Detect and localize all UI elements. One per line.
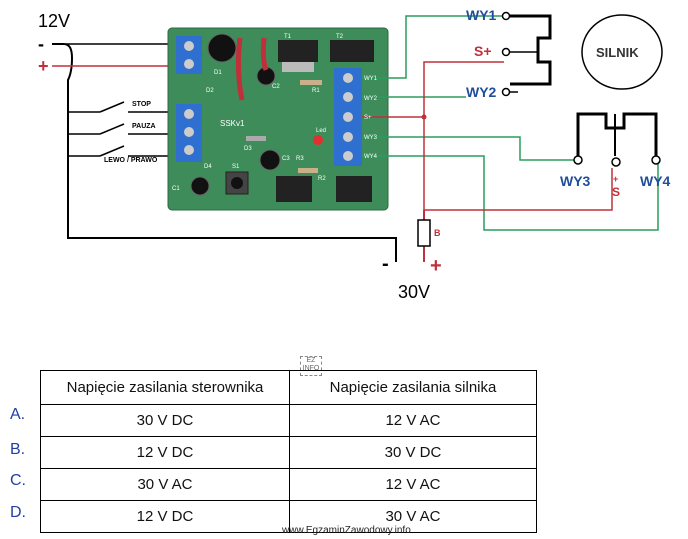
table-row: 12 V DC 30 V DC xyxy=(40,436,537,469)
cell-motor: 12 V AC xyxy=(289,404,537,437)
board-label-led: Led xyxy=(316,128,326,134)
transistor-bottom xyxy=(276,176,312,202)
output-wy2-label: WY2 xyxy=(466,84,497,100)
transistor-t1 xyxy=(278,40,318,62)
answers-table: Napięcie zasilania sterownika Napięcie z… xyxy=(40,370,537,533)
board-label-c1: C1 xyxy=(172,186,180,192)
capacitor-c1 xyxy=(207,33,237,63)
option-letter-d[interactable]: D. xyxy=(10,504,26,521)
wire-wy1 xyxy=(362,15,504,79)
output-wy1-label: WY1 xyxy=(466,7,497,23)
output-s-plus-small: + xyxy=(613,174,618,184)
fuse-b xyxy=(417,219,431,247)
capacitor-c3 xyxy=(259,149,281,171)
switch-label-stop: STOP xyxy=(132,101,151,108)
option-letter-b[interactable]: B. xyxy=(10,441,26,458)
connector-label-wy3: WY3 xyxy=(364,135,378,141)
wire-s-plus xyxy=(362,61,504,118)
connector-label-s-plus: S+ xyxy=(364,115,372,121)
cell-controller: 30 V DC xyxy=(40,404,290,437)
cell-controller: 12 V DC xyxy=(40,500,290,533)
supply-12v-label: 12V xyxy=(38,11,70,31)
connector-label-wy4: WY4 xyxy=(364,154,378,160)
fuse-label: B xyxy=(434,228,441,238)
cell-controller: 12 V DC xyxy=(40,436,290,469)
table-row: 30 V AC 12 V AC xyxy=(40,468,537,501)
output-s-label: S xyxy=(612,185,620,199)
supply-minus-label: - xyxy=(38,34,44,54)
board-label-d3: D3 xyxy=(244,146,252,152)
board-label-d4: D4 xyxy=(204,164,212,170)
header-controller-voltage: Napięcie zasilania sterownika xyxy=(40,370,290,405)
table-row: 30 V DC 12 V AC xyxy=(40,404,537,437)
negative-wire xyxy=(52,43,397,262)
option-letter-a[interactable]: A. xyxy=(10,406,26,423)
table-row: 12 V DC 30 V AC xyxy=(40,500,537,533)
relay-bottom xyxy=(576,112,658,156)
relay-top xyxy=(510,14,552,86)
transistor-t2 xyxy=(330,40,374,62)
switch-stop xyxy=(68,101,180,113)
connector-label-wy2: WY2 xyxy=(364,96,378,102)
wire-wy3 xyxy=(362,136,578,161)
output-s-plus-label: S+ xyxy=(474,43,492,59)
switch-lewo-prawo xyxy=(68,145,180,157)
supply-plus-label: + xyxy=(38,56,49,76)
board-label-t1: T1 xyxy=(284,34,292,40)
board-label-s1: S1 xyxy=(232,164,240,170)
supply-30v-plus-label: + xyxy=(430,255,442,277)
wire-wy4 xyxy=(362,155,659,231)
board-label-t2: T2 xyxy=(336,34,344,40)
led xyxy=(313,135,323,145)
pcb-board xyxy=(167,27,389,211)
table-header-row: Napięcie zasilania sterownika Napięcie z… xyxy=(40,370,537,405)
output-wy3-label: WY3 xyxy=(560,173,591,189)
board-label-c2: C2 xyxy=(272,84,280,90)
cell-motor: 30 V AC xyxy=(289,500,537,533)
wiring-diagram: 12V - + STOP PAUZA LEWO / PRAWO xyxy=(38,7,671,302)
switch-label-lewo-prawo: LEWO / PRAWO xyxy=(104,157,158,164)
wire-s-small xyxy=(423,117,613,211)
header-motor-voltage: Napięcie zasilania silnika xyxy=(289,370,537,405)
board-label-c3: C3 xyxy=(282,156,290,162)
motor xyxy=(581,14,663,90)
connector-label-wy1: WY1 xyxy=(364,76,378,82)
source-credit: www.EgzaminZawodowy.info xyxy=(282,525,411,536)
supply-30v-minus-label: - xyxy=(382,253,389,275)
board-label-r1: R1 xyxy=(312,88,320,94)
cell-controller: 30 V AC xyxy=(40,468,290,501)
supply-30v-label: 30V xyxy=(398,282,430,302)
option-letter-c[interactable]: C. xyxy=(10,472,26,489)
board-label-d2: D2 xyxy=(206,88,214,94)
board-label-d1: D1 xyxy=(214,70,222,76)
cell-motor: 30 V DC xyxy=(289,436,537,469)
motor-label: SILNIK xyxy=(596,45,639,60)
switch-pauza xyxy=(68,123,180,135)
board-label-r3: R3 xyxy=(296,156,304,162)
switch-label-pauza: PAUZA xyxy=(132,123,156,130)
board-label-r2: R2 xyxy=(318,176,326,182)
cell-motor: 12 V AC xyxy=(289,468,537,501)
output-wy4-label: WY4 xyxy=(640,173,671,189)
board-name-label: SSKv1 xyxy=(220,119,245,128)
